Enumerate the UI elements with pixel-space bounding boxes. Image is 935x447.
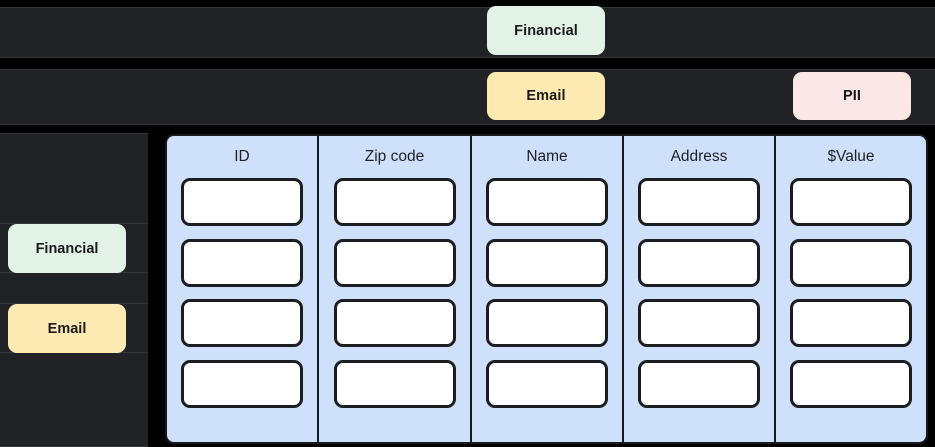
tag-row-financial: Financial [0,6,935,58]
sidebar-item-email[interactable]: Email [8,304,126,353]
table-cell[interactable] [790,178,912,226]
table-column-zip-code: Zip code [319,136,472,442]
table-cell[interactable] [790,299,912,347]
column-cells-address [624,178,774,442]
table-cell[interactable] [790,238,912,287]
column-header-name: Name [526,148,568,165]
table-column-id: ID [167,136,319,442]
table-cell[interactable] [333,238,456,287]
column-header-zip-code: Zip code [364,148,425,165]
column-cells-id [167,178,317,442]
table-cell[interactable] [181,299,303,347]
table-cell[interactable] [333,299,456,347]
table-cell[interactable] [486,178,608,226]
column-header-value: $Value [827,148,875,165]
lower-section: Financial Email ID Zip code [0,133,935,447]
table-cell[interactable] [638,238,760,287]
sidebar-item-financial[interactable]: Financial [8,224,126,273]
table-cell[interactable] [790,359,912,408]
table-cell[interactable] [181,359,303,408]
sidebar-slot-email: Email [0,303,148,353]
tag-row-email-pii: Email PII [0,69,935,125]
table-cell[interactable] [181,178,303,226]
column-cells-value [776,178,926,442]
table-cell[interactable] [486,359,608,408]
column-header-id: ID [234,148,250,165]
table-cell[interactable] [486,299,608,347]
table-column-address: Address [624,136,776,442]
table-column-name: Name [472,136,624,442]
column-header-address: Address [670,148,728,165]
tag-badge-email-top[interactable]: Email [487,72,605,120]
column-cells-name [472,178,622,442]
sidebar: Financial Email [0,133,148,447]
table-cell[interactable] [638,299,760,347]
table-cell[interactable] [181,238,303,287]
sidebar-slot-financial: Financial [0,223,148,273]
tag-badge-pii-top[interactable]: PII [793,72,911,120]
table-cell[interactable] [638,359,760,408]
table-column-value: $Value [776,136,926,442]
table-cell[interactable] [486,238,608,287]
table-cell[interactable] [333,178,456,226]
column-cells-zip-code [319,178,470,442]
data-table: ID Zip code Name [165,134,928,444]
table-cell[interactable] [333,359,456,408]
tag-badge-financial-top[interactable]: Financial [487,6,605,55]
table-cell[interactable] [638,178,760,226]
